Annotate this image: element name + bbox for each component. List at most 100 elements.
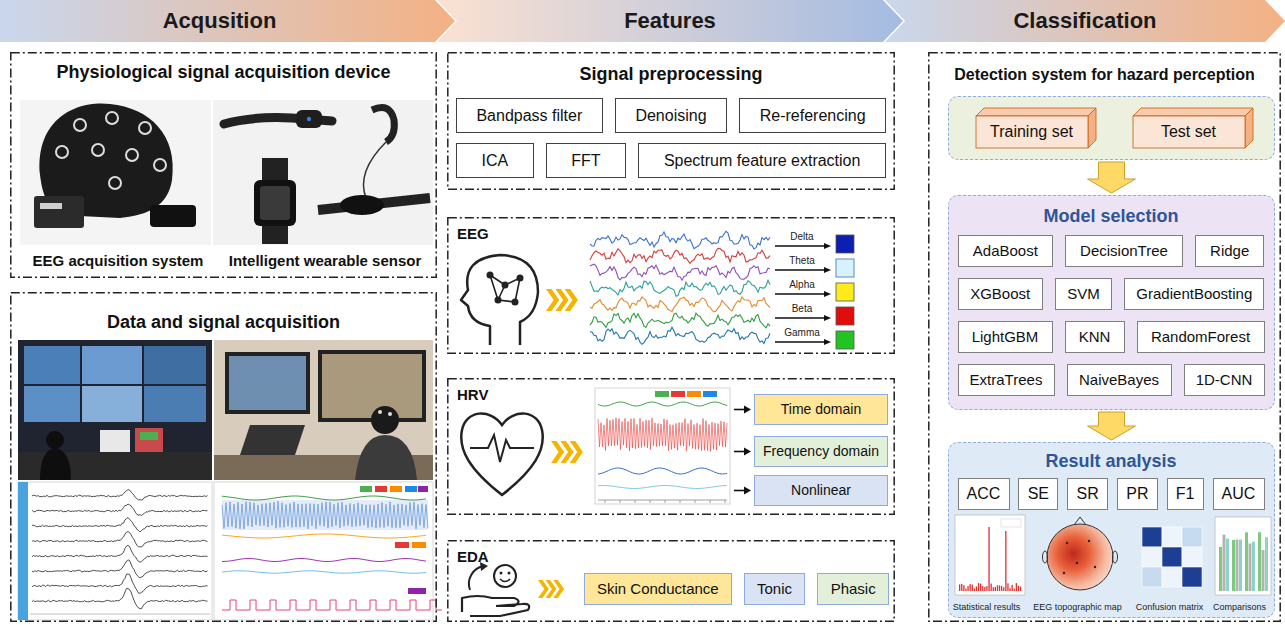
heart-icon-part bbox=[470, 435, 534, 462]
hrv-screen-part bbox=[395, 542, 409, 548]
topo-ear bbox=[1043, 551, 1048, 563]
participant-photo-part bbox=[229, 356, 306, 410]
box-label: Training set bbox=[990, 122, 1073, 141]
stat-bar bbox=[970, 584, 971, 591]
box-label: KNN bbox=[1079, 328, 1111, 346]
axis-tick bbox=[695, 500, 696, 503]
eeg-trace bbox=[32, 560, 208, 578]
hrv-screen-part bbox=[390, 486, 402, 492]
box-label: Classification bbox=[1013, 8, 1156, 34]
panel-border bbox=[10, 292, 437, 622]
eeg-cap-photo-part bbox=[74, 119, 86, 131]
cube-top bbox=[1133, 108, 1253, 116]
process-box: 1D-CNN bbox=[1184, 364, 1265, 396]
stat-bar bbox=[995, 587, 996, 591]
flow-chevron bbox=[555, 289, 568, 311]
box-label: GradientBoosting bbox=[1136, 285, 1252, 303]
eeg-wave bbox=[590, 231, 770, 249]
eeg-trace bbox=[32, 518, 208, 532]
box-label: Spectrum feature extraction bbox=[664, 151, 861, 170]
process-box: XGBoost bbox=[958, 278, 1043, 310]
band-arrows-part bbox=[824, 243, 831, 249]
topo-electrode bbox=[1063, 572, 1065, 574]
process-box: SVM bbox=[1055, 278, 1112, 310]
section-panel: HRVTime domainFrequency domainNonlinear bbox=[447, 378, 895, 515]
box-label: Test set bbox=[1161, 122, 1216, 141]
eeg-wave bbox=[590, 313, 770, 328]
eeg-cap-photo-part bbox=[92, 144, 104, 156]
confusion-cell bbox=[1142, 527, 1162, 547]
group-box: Training set Test set bbox=[948, 96, 1275, 160]
eeg-trace bbox=[32, 490, 208, 500]
wearable-sensor-photo-part bbox=[307, 117, 311, 121]
eeg-trace-screen-part bbox=[18, 482, 212, 620]
process-box: ACC bbox=[958, 478, 1010, 510]
hrv-chart-lines bbox=[598, 402, 727, 503]
compare-bar bbox=[1245, 532, 1248, 591]
band-arrows bbox=[775, 243, 831, 345]
flow-chevron bbox=[565, 289, 578, 311]
compare-bar bbox=[1219, 547, 1222, 591]
hrv-screen bbox=[214, 482, 442, 620]
cube-top bbox=[976, 108, 1096, 116]
hrv-line bbox=[598, 468, 727, 474]
process-box: Nonlinear bbox=[754, 475, 888, 506]
group-box: Model selectionAdaBoostDecisionTreeRidge… bbox=[948, 195, 1275, 410]
stat-bar bbox=[1012, 585, 1013, 591]
eeg-cap-photo-part bbox=[40, 203, 62, 209]
participant-photo bbox=[214, 340, 433, 480]
box-label: XGBoost bbox=[970, 285, 1030, 303]
process-box: Re-referencing bbox=[739, 98, 886, 133]
stat-bar bbox=[976, 586, 977, 591]
process-box: AUC bbox=[1213, 478, 1265, 510]
stat-bar bbox=[978, 583, 979, 591]
panel-border bbox=[10, 52, 437, 278]
wearable-sensor-photo-part bbox=[213, 100, 433, 245]
flow-chevron bbox=[551, 441, 564, 463]
cube-side bbox=[1088, 108, 1096, 148]
hrv-screen-part bbox=[222, 500, 428, 530]
box-label: F1 bbox=[1176, 484, 1195, 503]
chart-caption: EEG topographic map bbox=[1030, 602, 1126, 613]
section-panel: Physiological signal acquisition deviceE… bbox=[10, 52, 437, 278]
eda-icon-part bbox=[494, 565, 516, 587]
box-label: SR bbox=[1076, 484, 1098, 503]
eeg-wave bbox=[590, 297, 770, 312]
stat-bar bbox=[974, 588, 975, 591]
hrv-arrow bbox=[744, 406, 751, 414]
eeg-trace-axis bbox=[30, 614, 210, 615]
box-label: Denoising bbox=[635, 106, 706, 125]
hrv-arrow bbox=[734, 409, 744, 411]
process-box: LightGBM bbox=[958, 321, 1053, 353]
compare-bar bbox=[1232, 540, 1235, 591]
panel-heading: EEG bbox=[457, 225, 517, 243]
hrv-line bbox=[598, 418, 727, 451]
wearable-sensor-photo-part bbox=[340, 195, 384, 215]
eeg-cap-photo-part bbox=[126, 149, 138, 161]
band-label: Gamma bbox=[780, 327, 824, 339]
process-box: GradientBoosting bbox=[1124, 278, 1264, 310]
hrv-wave bbox=[222, 501, 428, 529]
panel-border bbox=[448, 218, 894, 353]
stat-bar bbox=[1005, 531, 1006, 591]
eda-icon-part bbox=[500, 579, 510, 582]
section-panel: Signal preprocessingBandpass filterDenoi… bbox=[447, 52, 895, 190]
stage-banner: Features bbox=[437, 0, 903, 42]
panel-heading: Model selection bbox=[949, 206, 1273, 228]
band-color-squares bbox=[836, 235, 854, 349]
axis-tick bbox=[710, 500, 711, 503]
eeg-cap-photo-part bbox=[56, 146, 68, 158]
compare-bar bbox=[1265, 537, 1268, 591]
lab-photo-part bbox=[24, 346, 80, 384]
band-color-squares-part bbox=[836, 259, 854, 277]
participant-photo-part bbox=[318, 350, 426, 422]
lab-photo bbox=[18, 340, 212, 480]
cube-front bbox=[976, 116, 1088, 148]
eda-icon-part bbox=[462, 596, 529, 616]
band-color-squares-part bbox=[836, 235, 854, 253]
hrv-screen-part bbox=[412, 542, 426, 548]
process-box: NaiveBayes bbox=[1067, 364, 1172, 396]
eeg-wave bbox=[590, 280, 770, 296]
stat-bar bbox=[999, 585, 1000, 591]
hrv-chart-part bbox=[598, 500, 727, 501]
